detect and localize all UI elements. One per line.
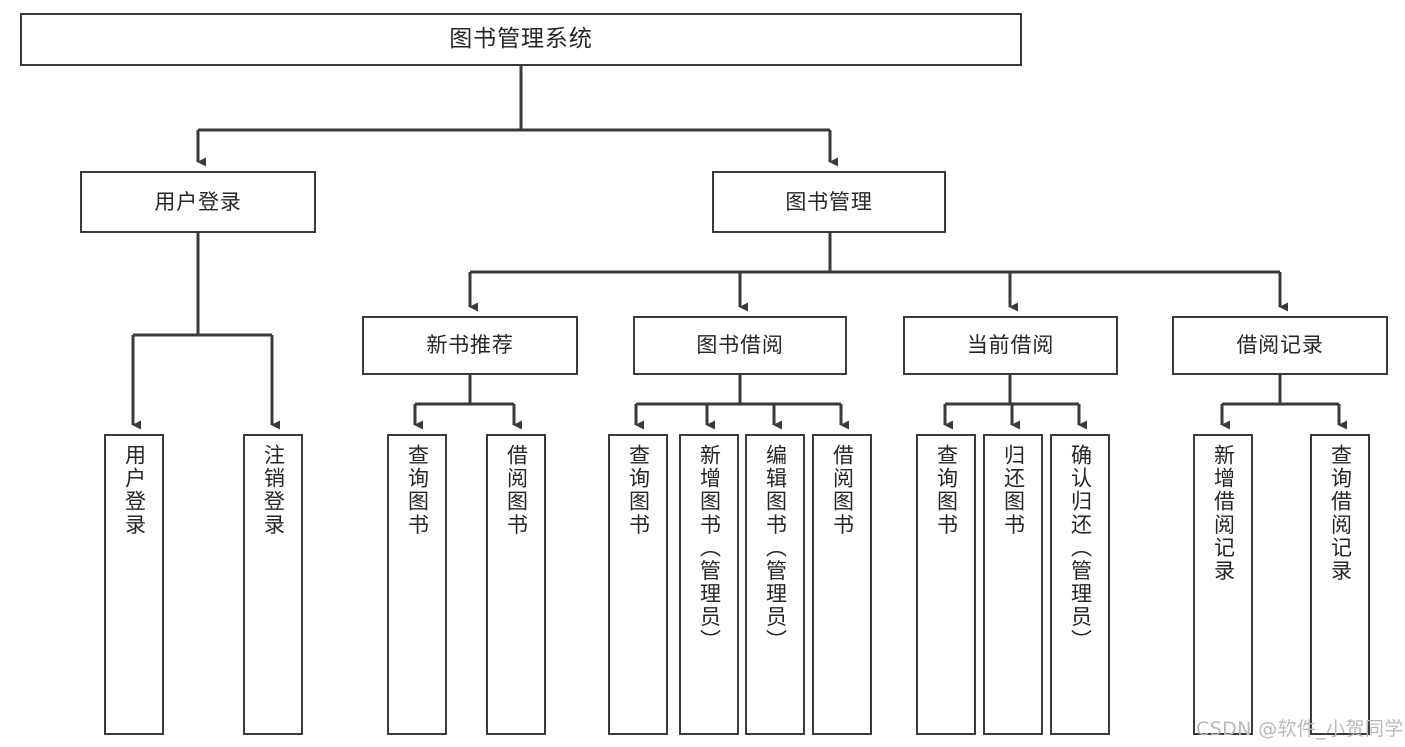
node-leaf-edit-book[interactable]: 编辑图书（管理员）: [745, 434, 805, 735]
node-leaf-user-logout[interactable]: 注销登录: [243, 434, 303, 735]
node-leaf-query-book-3[interactable]: 查询图书: [916, 434, 976, 735]
node-label: 新增借阅记录: [1211, 444, 1236, 583]
node-leaf-query-book-2[interactable]: 查询图书: [608, 434, 668, 735]
node-label: 新增图书（管理员）: [697, 444, 722, 652]
node-label: 图书借阅: [696, 333, 784, 358]
node-label: 确认归还（管理员）: [1068, 444, 1093, 652]
node-label: 查询图书: [934, 444, 959, 537]
node-leaf-confirm-return[interactable]: 确认归还（管理员）: [1050, 434, 1110, 735]
node-label: 借阅图书: [504, 444, 529, 537]
node-book-manage[interactable]: 图书管理: [712, 171, 946, 233]
node-label: 编辑图书（管理员）: [763, 444, 788, 652]
node-label: 当前借阅: [966, 333, 1055, 358]
node-leaf-return-book[interactable]: 归还图书: [983, 434, 1043, 735]
node-leaf-query-record[interactable]: 查询借阅记录: [1310, 434, 1370, 735]
node-leaf-borrow-book-2[interactable]: 借阅图书: [812, 434, 872, 735]
node-leaf-borrow-book-1[interactable]: 借阅图书: [486, 434, 546, 735]
node-new-book-recommend[interactable]: 新书推荐: [362, 316, 578, 375]
node-user-login[interactable]: 用户登录: [80, 171, 316, 233]
node-leaf-query-book-1[interactable]: 查询图书: [387, 434, 447, 735]
node-label: 注销登录: [261, 444, 286, 537]
node-label: 用户登录: [122, 444, 147, 537]
node-label: 图书管理系统: [449, 25, 593, 52]
node-label: 查询借阅记录: [1328, 444, 1353, 583]
node-label: 借阅记录: [1236, 333, 1324, 358]
node-book-borrow[interactable]: 图书借阅: [633, 316, 847, 375]
node-label: 新书推荐: [426, 333, 514, 358]
node-leaf-user-login[interactable]: 用户登录: [104, 434, 164, 735]
node-label: 归还图书: [1001, 444, 1026, 537]
node-leaf-add-record[interactable]: 新增借阅记录: [1193, 434, 1253, 735]
node-root-system[interactable]: 图书管理系统: [20, 13, 1022, 66]
node-label: 图书管理: [785, 189, 873, 214]
node-current-borrow[interactable]: 当前借阅: [903, 316, 1118, 375]
node-label: 查询图书: [626, 444, 651, 537]
node-borrow-record[interactable]: 借阅记录: [1172, 316, 1388, 375]
node-label: 用户登录: [154, 189, 242, 214]
node-label: 借阅图书: [830, 444, 855, 537]
node-label: 查询图书: [405, 444, 430, 537]
node-leaf-add-book[interactable]: 新增图书（管理员）: [679, 434, 739, 735]
